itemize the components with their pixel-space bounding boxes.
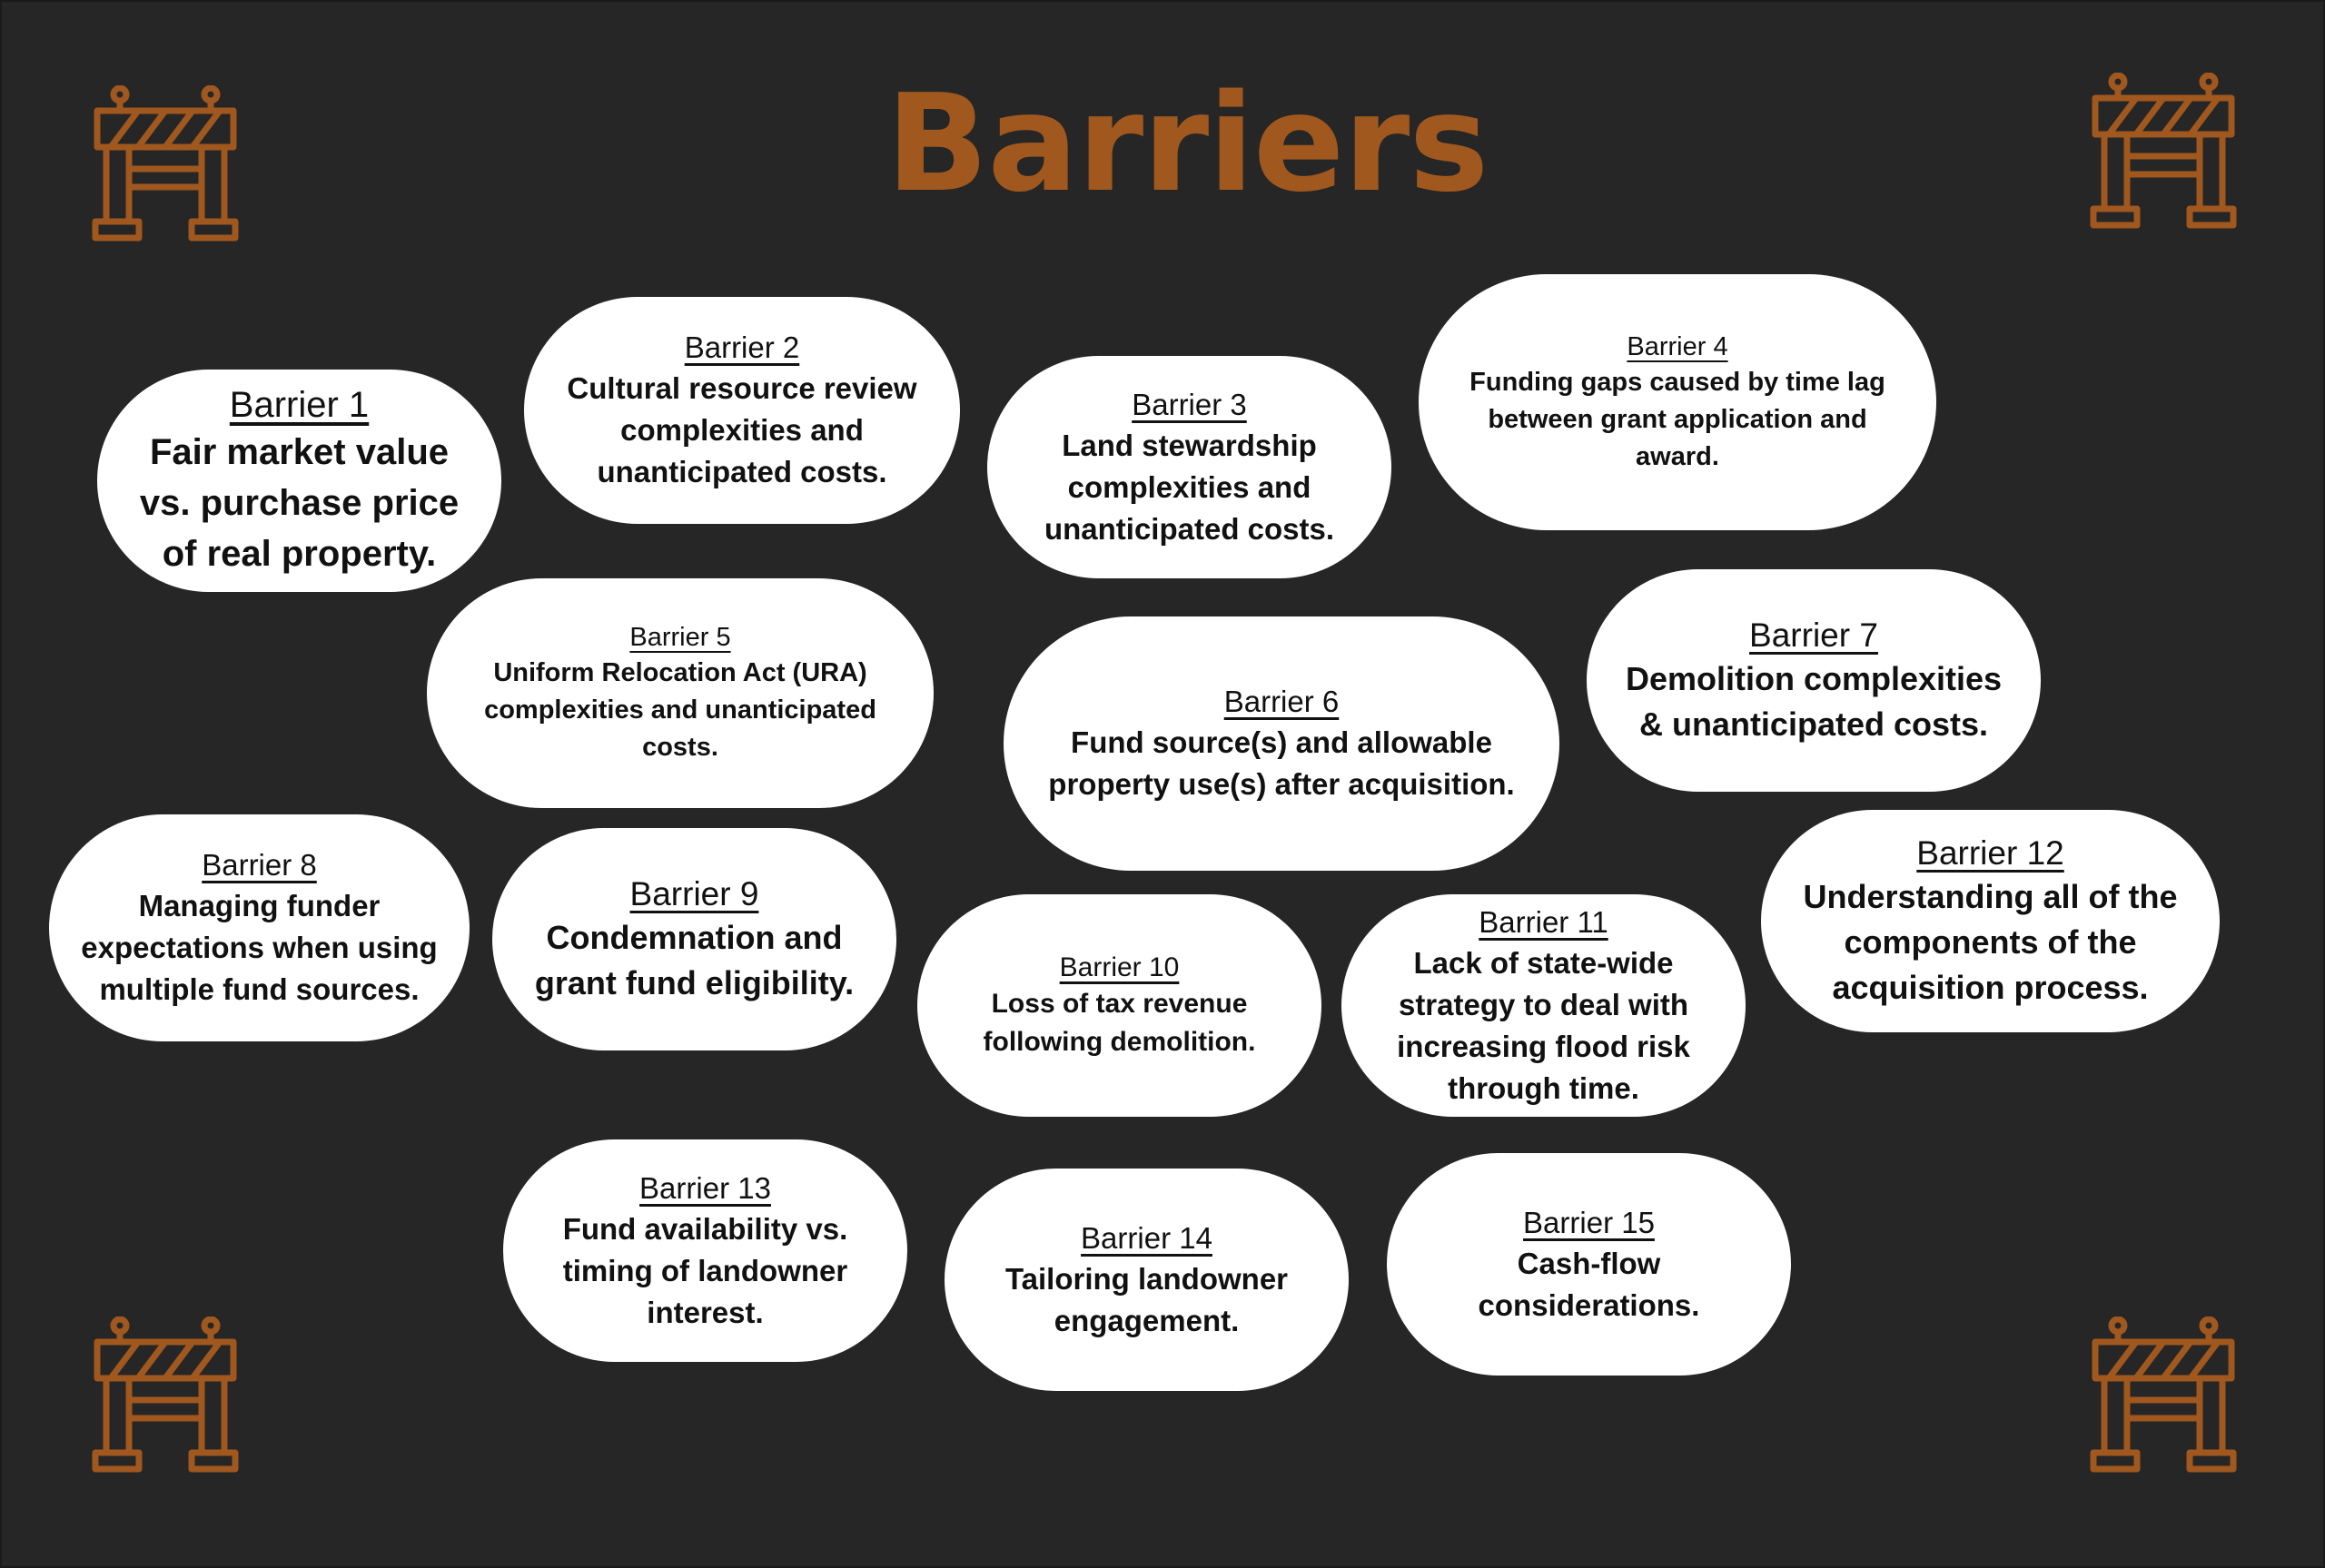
barrier-card-15: Barrier 15 Cash-flow considerations. bbox=[1387, 1153, 1791, 1376]
barrier-heading: Barrier 13 bbox=[639, 1170, 771, 1205]
barrier-heading: Barrier 2 bbox=[684, 330, 800, 364]
barrier-text: Demolition complexities & unanticipated … bbox=[1625, 659, 2003, 743]
barricade-icon bbox=[2090, 1317, 2237, 1473]
barrier-text: Fund source(s) and allowable property us… bbox=[1048, 725, 1515, 801]
barrier-text: Managing funder expectations when using … bbox=[81, 889, 438, 1006]
barrier-heading: Barrier 5 bbox=[629, 623, 731, 652]
barrier-card-7: Barrier 7 Demolition complexities & unan… bbox=[1587, 569, 2041, 792]
barrier-card-4: Barrier 4 Funding gaps caused by time la… bbox=[1419, 274, 1936, 530]
barrier-text: Condemnation and grant fund eligibility. bbox=[534, 918, 855, 1001]
barrier-card-8: Barrier 8 Managing funder expectations w… bbox=[49, 814, 470, 1041]
barrier-heading: Barrier 15 bbox=[1523, 1205, 1655, 1239]
barricade-icon bbox=[92, 85, 239, 242]
barrier-text: Understanding all of the components of t… bbox=[1803, 877, 2178, 1006]
barrier-card-6: Barrier 6 Fund source(s) and allowable p… bbox=[1004, 616, 1559, 871]
barricade-icon bbox=[92, 1317, 239, 1473]
barrier-heading: Barrier 3 bbox=[1132, 387, 1247, 421]
barrier-card-12: Barrier 12 Understanding all of the comp… bbox=[1761, 810, 2220, 1032]
barrier-heading: Barrier 1 bbox=[229, 384, 370, 425]
barrier-card-1: Barrier 1 Fair market value vs. purchase… bbox=[97, 370, 501, 592]
barrier-heading: Barrier 6 bbox=[1223, 685, 1340, 718]
barrier-card-14: Barrier 14 Tailoring landowner engagemen… bbox=[945, 1169, 1349, 1391]
barrier-text: Land stewardship complexities and unanti… bbox=[1044, 428, 1335, 546]
barrier-text: Cash-flow considerations. bbox=[1478, 1246, 1700, 1322]
barrier-card-5: Barrier 5 Uniform Relocation Act (URA) c… bbox=[427, 578, 934, 808]
barrier-card-13: Barrier 13 Fund availability vs. timing … bbox=[503, 1139, 907, 1362]
barrier-heading: Barrier 14 bbox=[1081, 1220, 1212, 1255]
barrier-card-11: Barrier 11 Lack of state-wide strategy t… bbox=[1341, 894, 1746, 1117]
barrier-text: Tailoring landowner engagement. bbox=[1004, 1261, 1289, 1337]
barrier-heading: Barrier 11 bbox=[1479, 904, 1608, 939]
barricade-icon bbox=[2090, 73, 2237, 229]
barrier-text: Lack of state-wide strategy to deal with… bbox=[1397, 945, 1690, 1105]
page-title: Barriers bbox=[885, 65, 1489, 222]
barrier-heading: Barrier 9 bbox=[629, 874, 759, 912]
barrier-card-3: Barrier 3 Land stewardship complexities … bbox=[987, 356, 1391, 578]
barrier-text: Funding gaps caused by time lag between … bbox=[1469, 367, 1885, 471]
barrier-card-2: Barrier 2 Cultural resource review compl… bbox=[524, 297, 960, 524]
barrier-card-9: Barrier 9 Condemnation and grant fund el… bbox=[492, 828, 896, 1050]
barrier-card-10: Barrier 10 Loss of tax revenue following… bbox=[917, 894, 1321, 1117]
barrier-text: Loss of tax revenue following demolition… bbox=[983, 988, 1256, 1057]
barrier-heading: Barrier 7 bbox=[1749, 616, 1878, 654]
barrier-heading: Barrier 8 bbox=[202, 848, 317, 882]
barrier-heading: Barrier 12 bbox=[1916, 833, 2064, 872]
barrier-heading: Barrier 4 bbox=[1627, 331, 1728, 361]
barrier-text: Uniform Relocation Act (URA) complexitie… bbox=[484, 658, 876, 762]
barrier-text: Fund availability vs. timing of landowne… bbox=[562, 1211, 848, 1329]
barrier-text: Cultural resource review complexities an… bbox=[567, 371, 917, 488]
barrier-heading: Barrier 10 bbox=[1059, 952, 1180, 982]
barrier-text: Fair market value vs. purchase price of … bbox=[139, 431, 460, 574]
